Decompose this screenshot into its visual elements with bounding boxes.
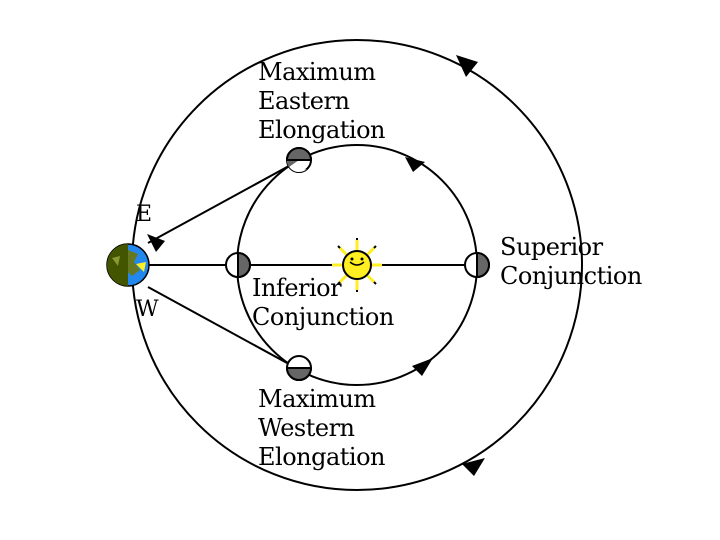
planet-phase-icon: [285, 355, 313, 381]
sightline-eastern: [147, 160, 299, 244]
arrow-icon: [405, 157, 425, 172]
label-east: E: [136, 202, 152, 227]
sightline-western: [147, 286, 299, 370]
label-inferior-conjunction: Inferior Conjunction: [252, 274, 394, 331]
label-west: W: [136, 297, 159, 322]
arrow-icon: [147, 234, 165, 252]
planet-phase-icon: [285, 147, 313, 173]
label-superior-conjunction: Superior Conjunction: [500, 233, 642, 290]
arrow-icon: [462, 458, 485, 476]
arrow-icon: [456, 55, 478, 77]
earth-icon: [106, 243, 150, 287]
planet-phase-icon: [225, 251, 251, 279]
label-max-eastern-elongation: Maximum Eastern Elongation: [258, 58, 386, 144]
arrow-icon: [412, 358, 433, 376]
planet-phase-icon: [464, 251, 490, 279]
sun-icon: [330, 238, 384, 292]
label-max-western-elongation: Maximum Western Elongation: [258, 385, 386, 471]
